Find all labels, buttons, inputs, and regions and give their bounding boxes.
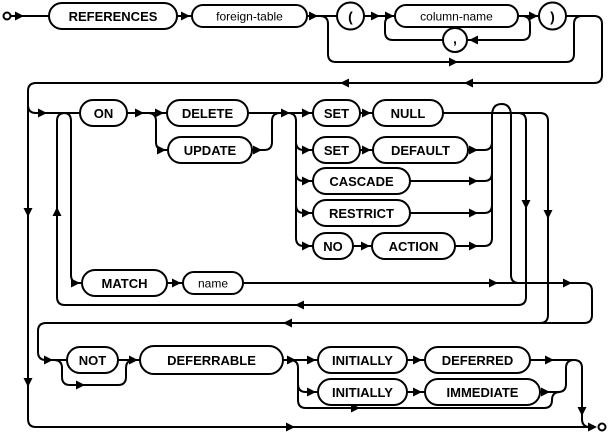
punct-close-paren-label: )	[550, 9, 555, 25]
terminal-null-label: NULL	[391, 106, 426, 121]
terminal-initially-immediate: INITIALLY	[317, 378, 408, 406]
terminal-match: MATCH	[81, 269, 168, 297]
terminal-references-label: REFERENCES	[69, 9, 158, 24]
terminal-not: NOT	[66, 346, 119, 374]
terminal-cascade-label: CASCADE	[329, 174, 394, 189]
terminal-cascade: CASCADE	[312, 167, 411, 195]
terminal-immediate-label: IMMEDIATE	[447, 385, 519, 400]
terminal-on: ON	[79, 99, 128, 127]
terminal-on-label: ON	[94, 106, 114, 121]
terminal-no: NO	[312, 232, 354, 260]
terminal-match-label: MATCH	[102, 276, 148, 291]
punct-open-paren: (	[336, 1, 365, 31]
nonterminal-column-name-label: column-name	[420, 10, 493, 24]
terminal-references: REFERENCES	[48, 2, 178, 30]
terminal-set2-label: SET	[324, 143, 349, 158]
punct-open-paren-label: (	[348, 9, 353, 25]
terminal-null: NULL	[372, 99, 444, 127]
terminal-set-default-set: SET	[312, 136, 361, 164]
nonterminal-foreign-table-label: foreign-table	[216, 10, 283, 24]
start-terminal	[2, 11, 12, 21]
nonterminal-name: name	[182, 271, 244, 295]
terminal-initially-deferred: INITIALLY	[317, 346, 408, 374]
punct-comma: ,	[442, 27, 468, 53]
terminal-set-null-set: SET	[312, 99, 361, 127]
terminal-restrict-label: RESTRICT	[329, 206, 394, 221]
terminal-set1-label: SET	[324, 106, 349, 121]
nonterminal-column-name: column-name	[394, 4, 519, 28]
terminal-update: UPDATE	[167, 136, 253, 164]
nonterminal-foreign-table: foreign-table	[191, 4, 308, 28]
terminal-initially2-label: INITIALLY	[332, 385, 393, 400]
terminal-update-label: UPDATE	[184, 143, 237, 158]
punct-comma-label: ,	[453, 31, 457, 47]
terminal-no-label: NO	[323, 239, 343, 254]
terminal-not-label: NOT	[79, 353, 107, 368]
terminal-action-label: ACTION	[389, 239, 439, 254]
terminal-initially1-label: INITIALLY	[332, 353, 393, 368]
terminal-immediate: IMMEDIATE	[424, 378, 541, 406]
end-terminal	[597, 422, 607, 432]
terminal-deferred-label: DEFERRED	[442, 353, 514, 368]
terminal-deferred: DEFERRED	[424, 346, 531, 374]
terminal-delete-label: DELETE	[182, 106, 234, 121]
terminal-restrict: RESTRICT	[312, 199, 411, 227]
terminal-action: ACTION	[371, 232, 456, 260]
terminal-delete: DELETE	[166, 99, 249, 127]
nonterminal-name-label: name	[198, 277, 228, 291]
punct-close-paren: )	[538, 1, 567, 31]
terminal-deferrable-label: DEFERRABLE	[167, 353, 256, 368]
terminal-deferrable: DEFERRABLE	[139, 345, 284, 375]
terminal-default: DEFAULT	[372, 136, 469, 164]
terminal-default-label: DEFAULT	[391, 143, 450, 158]
